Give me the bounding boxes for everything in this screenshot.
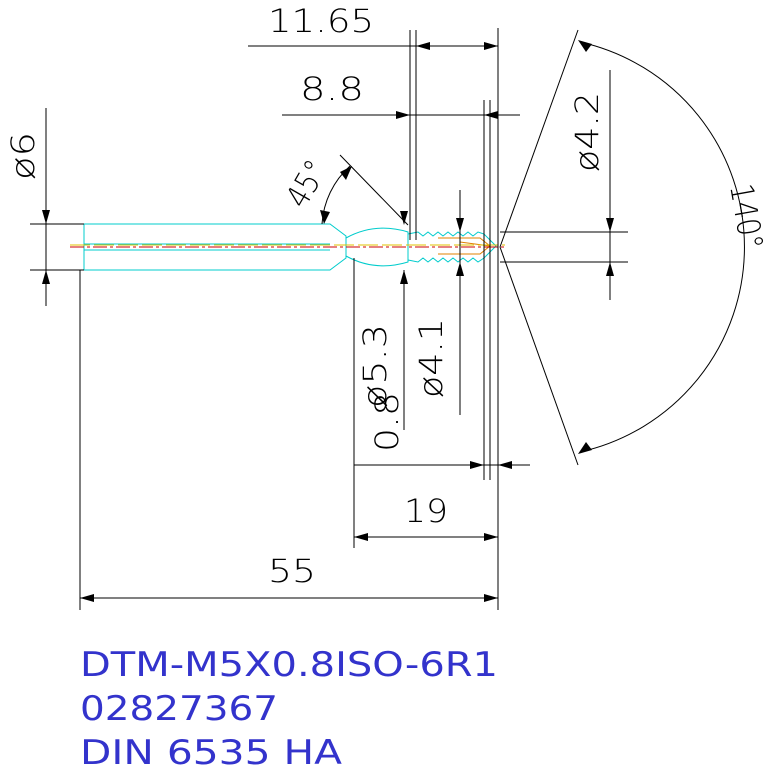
tool-neck-outline bbox=[345, 227, 409, 267]
dim-total-length: 55 bbox=[268, 552, 316, 590]
dim-neck-diameter: ø5.3 bbox=[356, 324, 394, 408]
dim-8-8: 8.8 bbox=[300, 70, 364, 108]
dim-pitch: 0.8 bbox=[368, 392, 406, 452]
dim-flute-length: 19 bbox=[404, 492, 448, 530]
arrowheads bbox=[42, 40, 614, 602]
dim-chamfer-angle: 45° bbox=[278, 153, 335, 214]
title-block: DTM-M5X0.8ISO-6R1 02827367 DIN 6535 HA bbox=[80, 645, 498, 767]
dim-tip-angle: 140° bbox=[722, 181, 767, 253]
dim-tip-diameter: ø4.2 bbox=[568, 92, 606, 172]
dim-11-65: 11.65 bbox=[268, 2, 374, 40]
part-code: DTM-M5X0.8ISO-6R1 bbox=[80, 645, 498, 685]
thread-detail bbox=[438, 237, 491, 255]
dim-core-diameter: ø4.1 bbox=[412, 318, 450, 398]
tool-thread-outline bbox=[407, 231, 497, 263]
thread-detail-path bbox=[438, 237, 491, 255]
standard-code: DIN 6535 HA bbox=[80, 733, 342, 767]
dimension-lines bbox=[30, 28, 745, 610]
article-number: 02827367 bbox=[80, 689, 278, 729]
dim-shank-diameter: ø6 bbox=[4, 132, 42, 180]
